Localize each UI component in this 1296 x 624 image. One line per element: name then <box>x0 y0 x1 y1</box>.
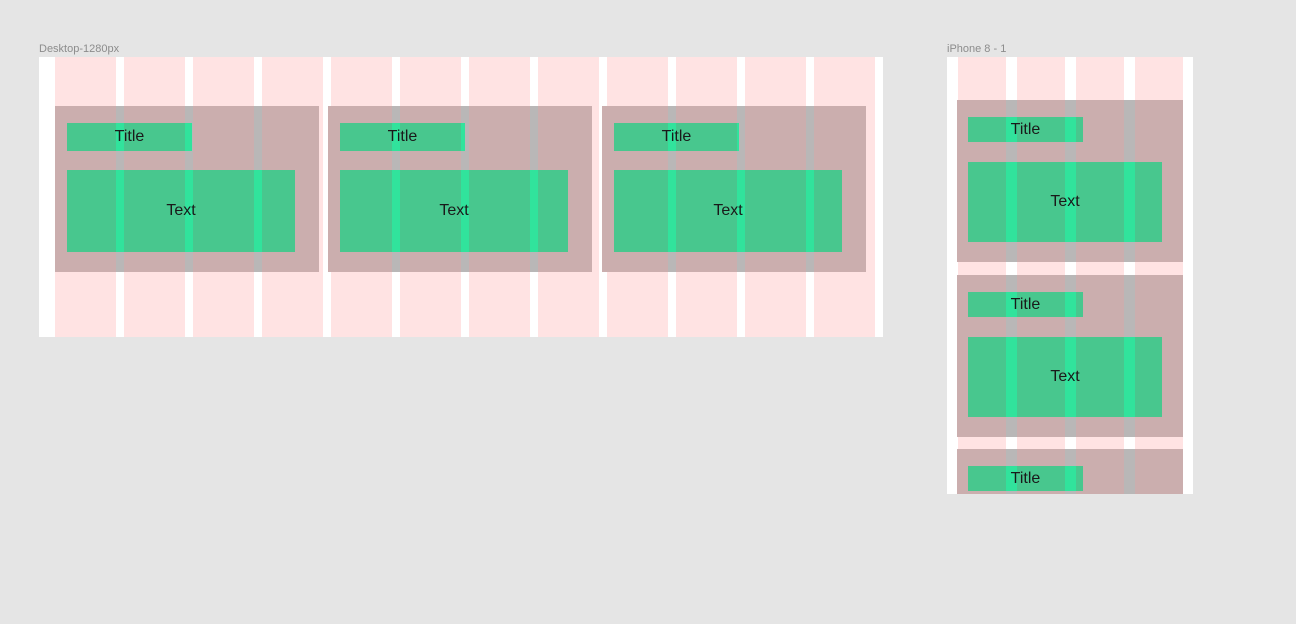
grid-gutter-highlight <box>392 123 400 151</box>
grid-gutter-highlight <box>1006 337 1017 417</box>
grid-gutter-highlight <box>1006 117 1017 142</box>
grid-gutter-highlight <box>1006 292 1017 317</box>
desktop-card-1[interactable]: Title Text <box>55 106 319 272</box>
grid-gutter-highlight <box>1065 337 1076 417</box>
card-title[interactable]: Title <box>340 123 465 151</box>
grid-gutter-highlight <box>1065 466 1076 491</box>
grid-gutter-highlight <box>461 123 465 151</box>
grid-gutter-highlight <box>254 170 262 252</box>
card-text[interactable]: Text <box>968 337 1162 417</box>
iphone-card-1[interactable]: Title Text <box>957 100 1183 262</box>
grid-gutter-highlight <box>185 170 193 252</box>
grid-gutter-highlight <box>1065 162 1076 242</box>
card-text[interactable]: Text <box>614 170 842 252</box>
grid-gutter-highlight <box>1006 466 1017 491</box>
grid-gutter-highlight <box>806 170 814 252</box>
grid-gutter-highlight <box>116 170 124 252</box>
grid-gutter-highlight <box>185 123 192 151</box>
grid-gutter-highlight <box>737 170 745 252</box>
grid-gutter-highlight <box>392 170 400 252</box>
iphone-card-2[interactable]: Title Text <box>957 275 1183 437</box>
grid-gutter-highlight <box>461 170 469 252</box>
card-text[interactable]: Text <box>67 170 295 252</box>
desktop-card-2[interactable]: Title Text <box>328 106 592 272</box>
grid-gutter-highlight <box>530 170 538 252</box>
iphone-card-3[interactable]: Title <box>957 449 1183 494</box>
grid-gutter-highlight <box>1065 117 1076 142</box>
desktop-frame[interactable]: Title Text Title Text Title Text <box>39 57 883 337</box>
grid-gutter-highlight <box>116 123 124 151</box>
grid-gutter-highlight <box>668 123 676 151</box>
card-text[interactable]: Text <box>968 162 1162 242</box>
iphone-frame[interactable]: Title Text Title Text Title <box>947 57 1193 494</box>
grid-gutter-highlight <box>668 170 676 252</box>
desktop-frame-label[interactable]: Desktop-1280px <box>39 43 120 55</box>
grid-gutter-highlight <box>737 123 739 151</box>
desktop-card-3[interactable]: Title Text <box>602 106 866 272</box>
card-title[interactable]: Title <box>968 292 1083 317</box>
card-text[interactable]: Text <box>340 170 568 252</box>
card-title[interactable]: Title <box>968 117 1083 142</box>
grid-gutter-highlight <box>1124 162 1135 242</box>
card-title[interactable]: Title <box>968 466 1083 491</box>
grid-gutter-overlay <box>1124 449 1135 494</box>
card-title[interactable]: Title <box>67 123 192 151</box>
grid-gutter-highlight <box>1006 162 1017 242</box>
card-title[interactable]: Title <box>614 123 739 151</box>
grid-gutter-highlight <box>1124 337 1135 417</box>
iphone-frame-label[interactable]: iPhone 8 - 1 <box>947 43 1007 55</box>
grid-gutter-highlight <box>1065 292 1076 317</box>
